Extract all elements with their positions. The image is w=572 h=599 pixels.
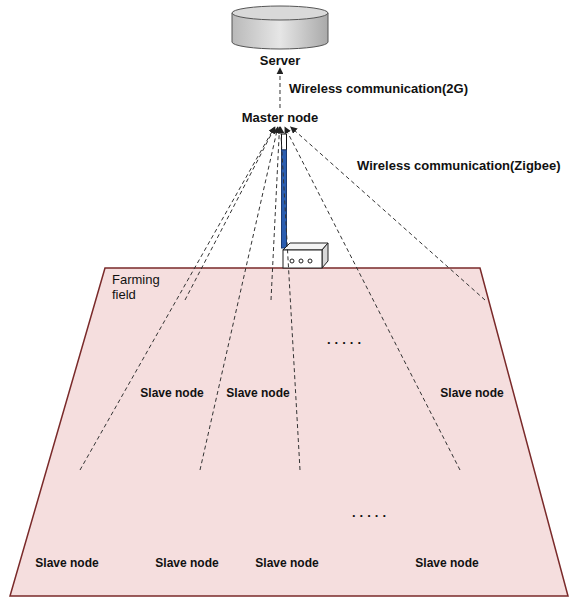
node-label: Master node <box>239 108 322 127</box>
node-label: Slave node <box>430 386 514 400</box>
node-label: Slave node <box>216 386 300 400</box>
field-outline <box>8 266 570 598</box>
node-label: Farming field <box>112 272 172 302</box>
wireless-link <box>200 127 278 470</box>
link-label: Wireless communication(Zigbee) <box>355 158 563 173</box>
ellipsis-mark: ..... <box>325 332 367 347</box>
server-node: Server <box>230 4 330 68</box>
node-label: Slave node <box>25 556 109 570</box>
node-label: Slave node <box>145 556 229 570</box>
node-label: Slave node <box>405 556 489 570</box>
node-label: Slave node <box>245 556 329 570</box>
wireless-link <box>291 127 485 300</box>
node-label: Slave node <box>130 386 214 400</box>
wireless-link <box>271 127 280 300</box>
wireless-link <box>80 127 275 470</box>
wireless-link <box>185 127 275 300</box>
wireless-link <box>285 127 460 470</box>
wireless-link <box>279 68 280 108</box>
master-node: Master node <box>239 108 322 127</box>
ellipsis-mark: ..... <box>350 505 392 520</box>
field-node: Slave nodeSlave nodeSlave nodeSlave node… <box>8 266 570 598</box>
wireless-link <box>281 127 300 470</box>
server-cylinder <box>230 4 330 52</box>
node-label: Server <box>230 53 330 68</box>
link-label: Wireless communication(2G) <box>287 81 470 96</box>
